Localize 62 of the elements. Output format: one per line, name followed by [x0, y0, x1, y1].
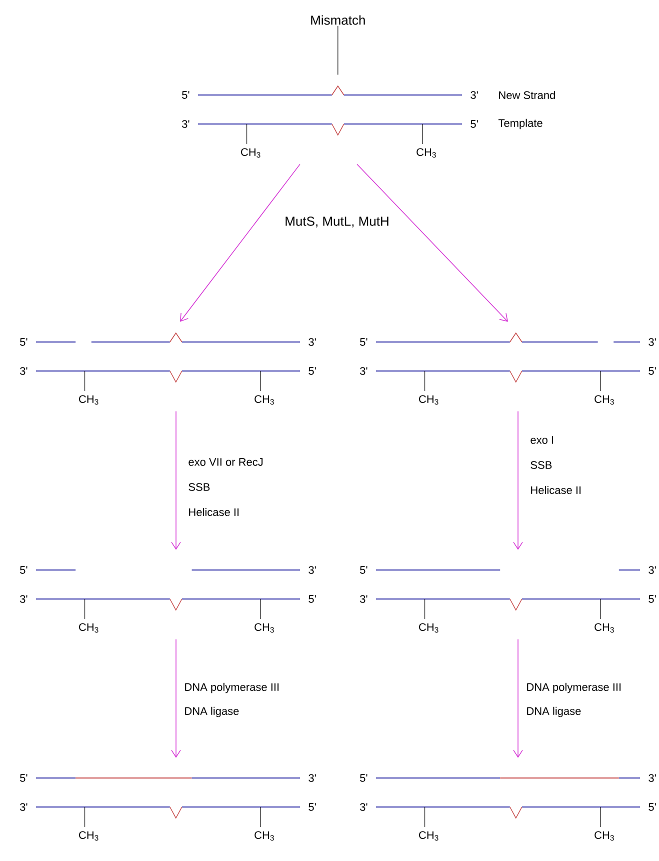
arrow: [513, 638, 523, 758]
methyl-label: CH$_{3}$: [594, 831, 614, 841]
arrow: [171, 410, 181, 550]
methyl-label: CH$_{3}$: [419, 395, 438, 405]
strand-end-label: 3': [360, 367, 368, 375]
strand-end-label: 5': [648, 367, 656, 375]
strand-end-label: 3': [470, 91, 478, 99]
strand-end-label: 3': [308, 774, 316, 782]
methyl-label: CH$_{3}$: [254, 623, 274, 633]
methyl-label: CH$_{3}$: [79, 623, 98, 633]
strand-end-label: 5': [20, 338, 28, 346]
methyl-label: CH$_{3}$: [79, 831, 98, 841]
arrow: [171, 638, 181, 758]
methyl-label: CH$_{3}$: [79, 395, 98, 405]
enzyme-label: DNA polymerase III: [527, 682, 621, 694]
methyl-label: CH$_{3}$: [419, 831, 438, 841]
strand-end-label: 5': [648, 803, 656, 811]
strand-end-label: 5': [360, 338, 368, 346]
strand-end-label: 5': [470, 120, 478, 128]
enzyme-label: exo I: [530, 436, 554, 444]
methyl-label: CH$_{3}$: [594, 623, 614, 633]
enzyme-label: SSB: [530, 461, 552, 469]
strand-name-label: New Strand: [499, 90, 555, 100]
enzyme-label: exo VII or RecJ: [188, 458, 263, 466]
strand-end-label: 3': [308, 338, 316, 346]
arrow: [513, 410, 523, 550]
strand-end-label: 3': [648, 774, 656, 782]
strand-end-label: 3': [648, 338, 656, 346]
strand-end-label: 5': [308, 367, 316, 375]
strand-end-label: 3': [20, 367, 28, 375]
enzyme-label: SSB: [188, 483, 210, 491]
strand-end-label: 3': [182, 120, 190, 128]
strand-end-label: 3': [360, 595, 368, 603]
methyl-label: CH$_{3}$: [419, 623, 438, 633]
strand-name-label: Template: [498, 118, 542, 130]
methyl-label: CH$_{3}$: [254, 831, 274, 841]
strand-end-label: 5': [308, 595, 316, 603]
enzyme-label: DNA ligase: [527, 706, 581, 718]
strand-end-label: 5': [20, 566, 28, 574]
strand-end-label: 3': [308, 566, 316, 574]
enzyme-label: DNA ligase: [185, 706, 239, 718]
strand-end-label: 5': [20, 774, 28, 782]
arrow: [356, 164, 508, 322]
methyl-label: CH$_{3}$: [254, 395, 274, 405]
methyl-label: CH$_{3}$: [594, 395, 614, 405]
label-text: Mismatch: [311, 15, 365, 25]
strand-end-label: 5': [360, 566, 368, 574]
strand-end-label: 5': [308, 803, 316, 811]
strand-end-label: 3': [648, 566, 656, 574]
arrow: [180, 164, 300, 322]
enzyme-label: Helicase II: [189, 508, 239, 516]
strand-end-label: 5': [648, 595, 656, 603]
strand-end-label: 5': [182, 91, 190, 99]
enzyme-label: Helicase II: [531, 486, 581, 494]
edge-label: MutS, MutL, MutH: [286, 216, 388, 228]
strand-end-label: 3': [20, 803, 28, 811]
strand-end-label: 3': [20, 595, 28, 603]
methyl-label: CH$_{3}$: [416, 148, 436, 158]
enzyme-label: DNA polymerase III: [185, 682, 279, 694]
methyl-label: CH$_{3}$: [241, 148, 260, 158]
strand-end-label: 3': [360, 803, 368, 811]
strand-end-label: 5': [360, 774, 368, 782]
